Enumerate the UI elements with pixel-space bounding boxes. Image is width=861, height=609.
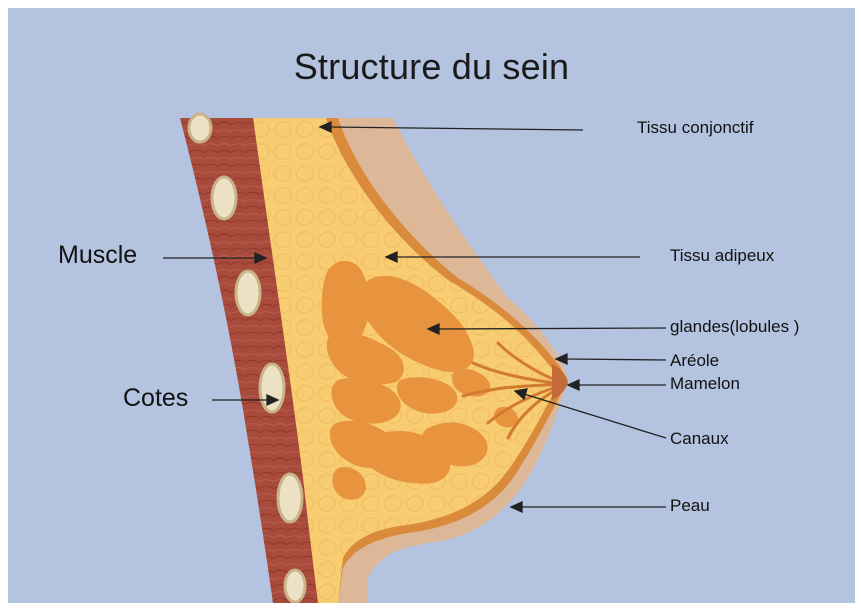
label-tissu-adipeux: Tissu adipeux	[670, 246, 774, 266]
label-mamelon: Mamelon	[670, 374, 740, 394]
nipple	[552, 364, 568, 400]
label-tissu-conjonctif: Tissu conjonctif	[637, 118, 754, 138]
breast-anatomy-illustration	[8, 8, 855, 603]
label-areole: Aréole	[670, 351, 719, 371]
diagram-panel: Structure du sein	[8, 8, 855, 603]
label-cotes: Cotes	[123, 384, 188, 413]
label-glandes: glandes(lobules )	[670, 317, 799, 337]
label-muscle: Muscle	[58, 241, 137, 270]
label-canaux: Canaux	[670, 429, 729, 449]
label-peau: Peau	[670, 496, 710, 516]
